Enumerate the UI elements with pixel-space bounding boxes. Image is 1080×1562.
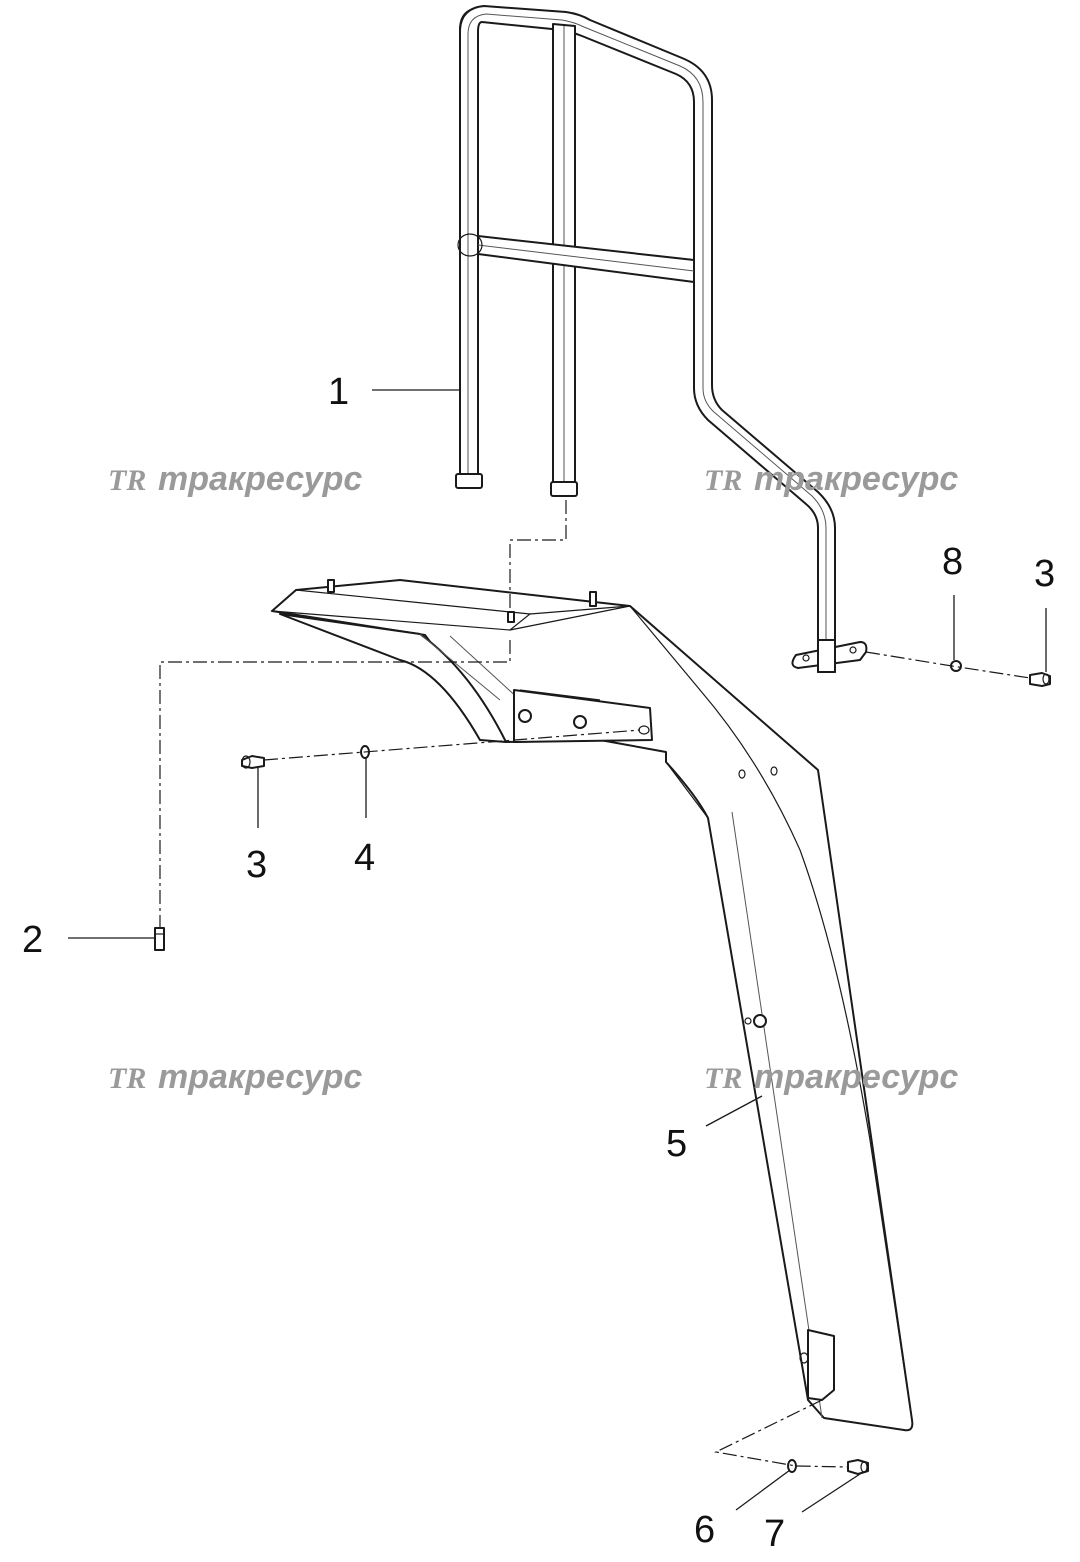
callout-1: 1 bbox=[328, 371, 349, 413]
callout-2: 2 bbox=[22, 919, 43, 961]
watermark-text: тракресурс bbox=[754, 460, 958, 498]
watermark-logo: TR bbox=[704, 1062, 742, 1095]
watermark-text: тракресурс bbox=[158, 1058, 362, 1096]
watermark-logo: TR bbox=[108, 464, 146, 497]
fender-bracket-part-5 bbox=[270, 579, 914, 1432]
watermark-text: тракресурс bbox=[158, 460, 362, 498]
callout-5: 5 bbox=[666, 1123, 687, 1165]
callout-4: 4 bbox=[354, 837, 375, 879]
watermark-logo: TR bbox=[108, 1062, 146, 1095]
watermark-logo: TR bbox=[704, 464, 742, 497]
watermark-bottom-left: TR тракресурс bbox=[108, 1058, 362, 1096]
watermark-text: тракресурс bbox=[754, 1058, 958, 1096]
watermark-top-right: TR тракресурс bbox=[704, 460, 958, 498]
bolt-part-3-left bbox=[241, 755, 265, 769]
bolt-part-7 bbox=[847, 1459, 869, 1475]
callout-numbers: 1 2 3 4 5 6 7 8 3 bbox=[22, 371, 1055, 1555]
callout-3-left: 3 bbox=[246, 844, 267, 886]
callout-8: 8 bbox=[942, 541, 963, 583]
bolt-part-2 bbox=[154, 927, 165, 951]
watermark-top-left: TR тракресурс bbox=[108, 460, 362, 498]
handrail-part-1 bbox=[455, 5, 868, 673]
assembly-lines bbox=[159, 500, 1031, 1468]
bolt-part-3-right bbox=[1029, 672, 1051, 687]
callout-7: 7 bbox=[764, 1513, 785, 1555]
leader-lines bbox=[68, 389, 1047, 1513]
watermark-bottom-right: TR тракресурс bbox=[704, 1058, 958, 1096]
callout-3-right: 3 bbox=[1034, 553, 1055, 595]
washer-part-6 bbox=[787, 1459, 797, 1473]
callout-6: 6 bbox=[694, 1509, 715, 1551]
